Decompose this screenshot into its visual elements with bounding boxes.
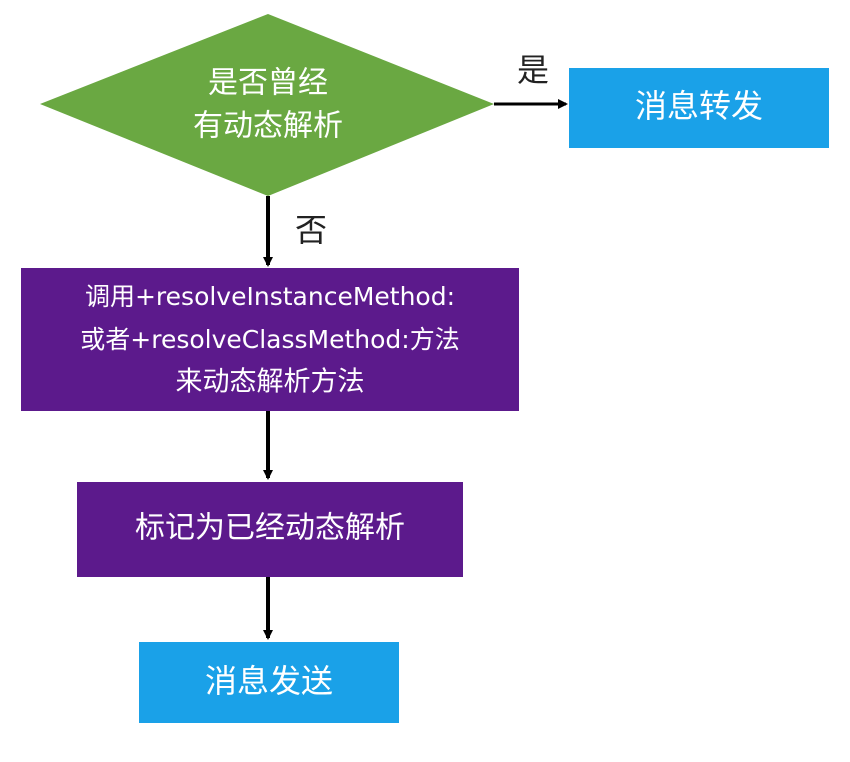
resolve-method-label-line3: 来动态解析方法 (176, 367, 365, 398)
yes-label: 是 (517, 51, 549, 89)
mark-resolved-box (77, 482, 463, 577)
decision-diamond (40, 14, 494, 196)
resolve-method-label-line2: 或者+resolveClassMethod:方法 (80, 325, 459, 354)
resolve-method-label-line1: 调用+resolveInstanceMethod: (85, 282, 455, 311)
decision-label-line2: 有动态解析 (193, 109, 343, 144)
message-send-label: 消息发送 (205, 662, 333, 700)
message-forward-label: 消息转发 (635, 87, 763, 125)
decision-label-line1: 是否曾经 (208, 66, 328, 101)
resolve-method-box (21, 268, 519, 411)
mark-resolved-label: 标记为已经动态解析 (135, 511, 405, 546)
no-label: 否 (295, 211, 327, 249)
message-forward-box (569, 68, 829, 148)
message-send-box (139, 642, 399, 723)
